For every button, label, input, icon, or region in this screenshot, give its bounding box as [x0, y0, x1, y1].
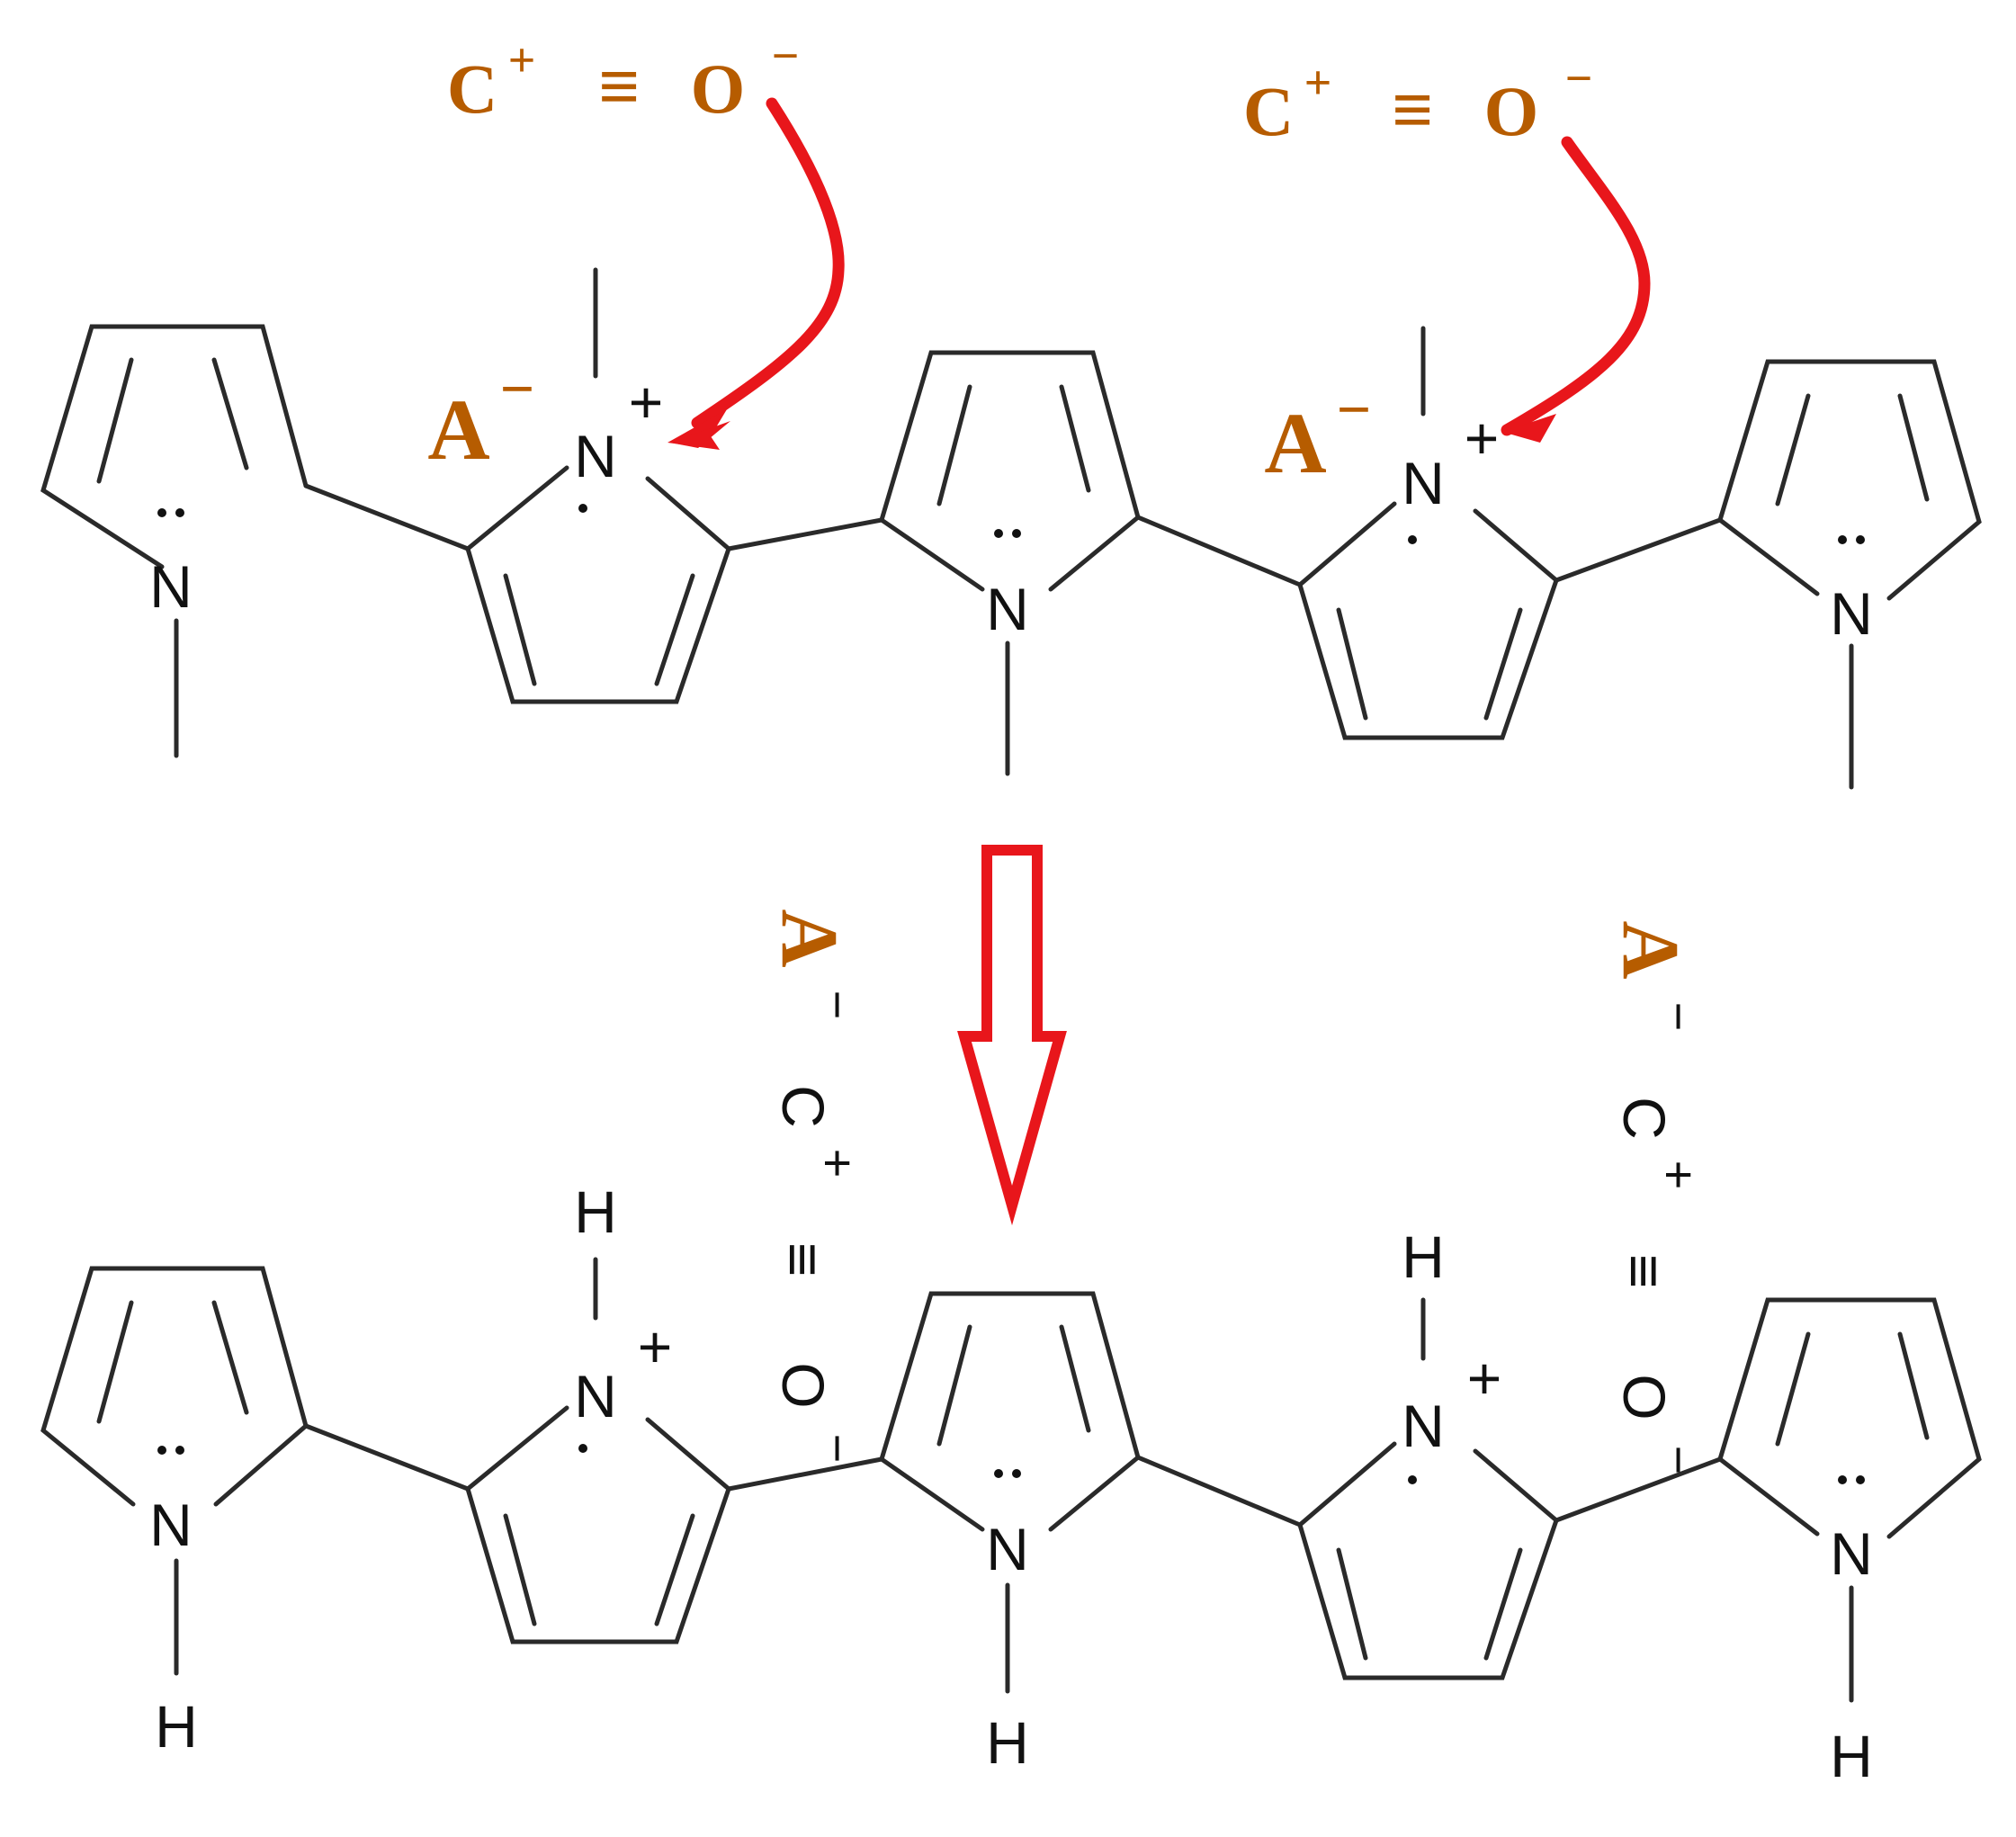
co-1-triple-bond: ≡: [598, 46, 640, 125]
co-2-oxygen-charge: −: [1565, 51, 1593, 105]
hollow-down-arrow-icon: [957, 845, 1067, 1226]
bottom-complex-1-carbon-charge: +: [810, 1149, 866, 1178]
top-ring-2-plus: +: [629, 369, 664, 435]
bottom-complex-2-oxygen: O: [1611, 1374, 1678, 1420]
top-ring-2-nitrogen: N: [574, 423, 617, 489]
bottom-ring-1: N H: [40, 1266, 309, 1760]
bottom-complex-1-triple-bond: ≡: [770, 1242, 837, 1277]
bottom-ring-3-hydrogen: H: [986, 1709, 1029, 1776]
bottom-ring-2-hydrogen: H: [574, 1178, 617, 1245]
top-reagent-co-1: C + ≡ O −: [447, 29, 800, 128]
top-ring-5-nitrogen: N: [1830, 580, 1873, 647]
bottom-ring-3-nitrogen: N: [986, 1516, 1029, 1582]
top-polymer-chain: N N + A − N: [40, 267, 1982, 790]
bottom-complex-2-oxygen-charge: −: [1651, 1446, 1707, 1475]
top-ring-3-nitrogen: N: [986, 576, 1029, 642]
top-ring-1-nitrogen: N: [149, 553, 193, 620]
bottom-complex-1-oxygen: O: [770, 1362, 837, 1408]
bottom-ring-2: H N +: [465, 1178, 731, 1644]
co-2-oxygen: O: [1484, 72, 1539, 150]
bottom-complex-2-carbon: C: [1611, 1097, 1678, 1140]
top-ring-4: N + A −: [1264, 326, 1559, 740]
top-counter-anion-1-minus: −: [500, 354, 535, 423]
bottom-ring-4-hydrogen: H: [1402, 1223, 1445, 1290]
top-ring-1: N: [40, 324, 309, 758]
top-ring-2: N + A −: [427, 267, 731, 704]
top-ring-4-nitrogen: N: [1402, 450, 1445, 516]
bottom-complex-2-triple-bond: ≡: [1611, 1254, 1678, 1289]
top-ring-3: N: [879, 350, 1141, 776]
bottom-complex-2: A − C + ≡ O −: [1606, 921, 1707, 1475]
curved-arrow-icon: [668, 97, 845, 450]
bottom-complex-2-carbon-charge: +: [1651, 1160, 1707, 1190]
bottom-ring-1-nitrogen: N: [149, 1492, 193, 1558]
bottom-ring-4-plus: +: [1467, 1345, 1502, 1411]
top-counter-anion-2: A: [1264, 395, 1326, 491]
bottom-complex-2-anion: A: [1606, 921, 1695, 980]
bottom-complex-1-carbon: C: [770, 1085, 837, 1128]
top-counter-anion-1: A: [427, 381, 489, 478]
co-2-triple-bond: ≡: [1392, 69, 1433, 148]
bottom-ring-2-nitrogen: N: [574, 1363, 617, 1429]
curved-arrow-icon: [1501, 136, 1651, 443]
bottom-ring-5-hydrogen: H: [1830, 1723, 1873, 1789]
top-ring-5: N: [1717, 359, 1982, 790]
bottom-ring-4: H N +: [1297, 1223, 1559, 1680]
co-1-oxygen: O: [691, 49, 746, 128]
bottom-ring-3: N H: [879, 1291, 1141, 1776]
co-2-carbon: C: [1243, 72, 1294, 150]
bottom-complex-1: A − C + ≡ O −: [765, 910, 866, 1464]
bottom-ring-2-plus: +: [638, 1313, 673, 1380]
co-1-carbon: C: [447, 49, 497, 128]
bottom-complex-2-anion-charge: −: [1651, 1002, 1707, 1032]
bottom-complex-1-anion: A: [765, 910, 854, 968]
bottom-complex-1-oxygen-charge: −: [810, 1434, 866, 1464]
bottom-polymer-chain: N H H N + N H: [40, 1178, 1982, 1789]
top-reagent-co-2: C + ≡ O −: [1243, 51, 1593, 150]
bottom-ring-5: N H: [1717, 1297, 1982, 1789]
bottom-ring-1-hydrogen: H: [155, 1693, 198, 1760]
top-ring-4-plus: +: [1465, 405, 1500, 471]
bottom-complex-1-anion-charge: −: [810, 990, 866, 1020]
top-counter-anion-2-minus: −: [1337, 375, 1372, 444]
bottom-ring-5-nitrogen: N: [1830, 1520, 1873, 1587]
co-1-carbon-charge: +: [508, 33, 536, 87]
co-2-carbon-charge: +: [1304, 56, 1332, 110]
co-1-oxygen-charge: −: [772, 29, 800, 83]
bottom-ring-4-nitrogen: N: [1402, 1393, 1445, 1459]
